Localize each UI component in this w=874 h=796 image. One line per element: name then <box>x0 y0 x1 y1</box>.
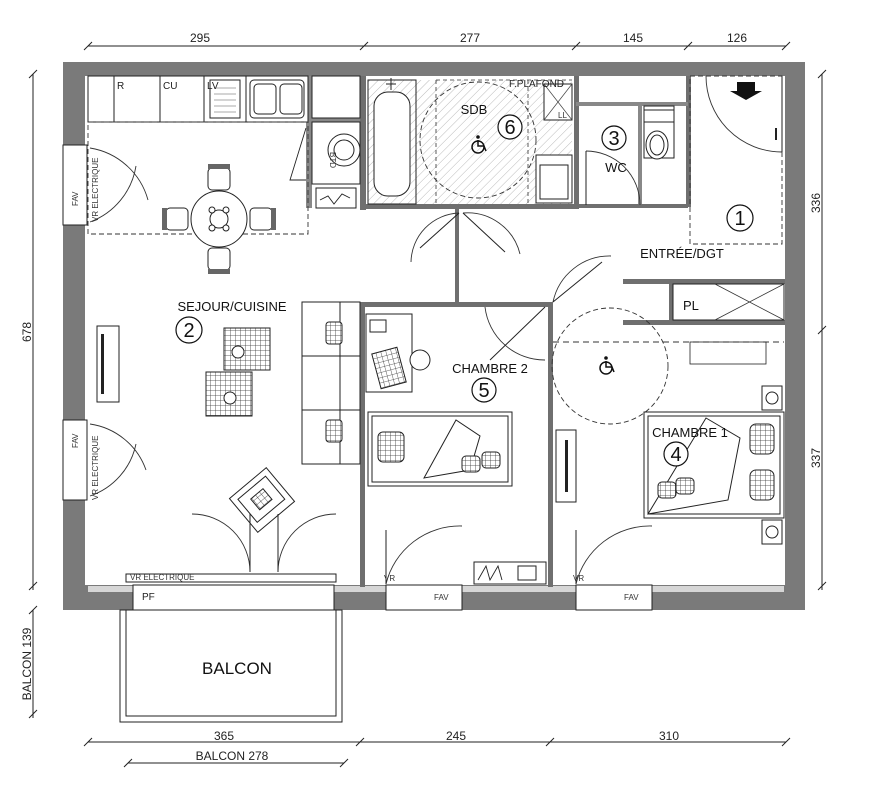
interior-walls <box>306 75 785 587</box>
dim-top-3: 145 <box>623 31 643 45</box>
chambre2-name: CHAMBRE 2 <box>452 361 528 376</box>
chambre2-number: 5 <box>478 380 489 402</box>
sofa <box>301 301 361 465</box>
vr-label-chambre1: VR <box>573 574 584 583</box>
coffee-tables <box>205 327 271 417</box>
dim-left: 678 <box>20 322 34 342</box>
sejour-name: SEJOUR/CUISINE <box>177 299 286 314</box>
vr-electric-label-3: VR ELECTRIQUE <box>130 573 194 582</box>
fav-label-1: FAV <box>71 191 80 206</box>
chambre1-number-badge <box>663 441 689 467</box>
window-openings <box>62 144 653 611</box>
entrance-area <box>689 75 783 245</box>
dim-right-2: 337 <box>809 448 823 468</box>
chambre1-name: CHAMBRE 1 <box>652 425 728 440</box>
fav-label-3: FAV <box>434 593 449 602</box>
accessibility-icon <box>471 135 487 154</box>
sejour-number: 2 <box>183 320 194 342</box>
wc-room <box>585 105 675 206</box>
dim-top-1: 295 <box>190 31 210 45</box>
dishwasher-label: LV <box>207 81 219 92</box>
vr-electric-label-1: VR ELECTRIQUE <box>91 158 100 222</box>
entry-arrow-icon <box>730 82 762 100</box>
window-doors-left <box>89 147 149 497</box>
entree-number: 1 <box>734 208 745 230</box>
entree-number-badge <box>726 204 754 232</box>
placard-name: PL <box>683 298 699 313</box>
entree-name: ENTRÉE/DGT <box>640 246 724 261</box>
chambre1-number: 4 <box>670 444 681 466</box>
vr-label-chambre2: VR <box>384 574 395 583</box>
balcon-name: BALCON <box>202 659 272 678</box>
dim-top-2: 277 <box>460 31 480 45</box>
boiler <box>289 121 361 209</box>
ceiling-label: F.PLAFOND <box>509 79 564 90</box>
dim-top-4: 126 <box>727 31 747 45</box>
sdb-number-badge <box>497 114 523 140</box>
vr-electric-label-2: VR ELECTRIQUE <box>91 436 100 500</box>
wc-number: 3 <box>608 128 619 150</box>
placard <box>672 283 785 321</box>
wc-name: WC <box>605 160 627 175</box>
balcony <box>119 609 343 723</box>
dining-table <box>162 164 276 274</box>
corridor-doors <box>410 212 612 361</box>
chambre1-furniture <box>551 307 785 585</box>
washer-label: LL <box>558 111 567 120</box>
chambre2-furniture <box>365 313 547 585</box>
kitchen-counter <box>87 75 309 235</box>
sdb-number: 6 <box>504 117 515 139</box>
patio-door <box>125 513 337 583</box>
dim-bottom-2: 245 <box>446 729 466 743</box>
dimension-lines <box>28 41 827 768</box>
cooker-label: CU <box>163 81 177 92</box>
wc-number-badge <box>601 125 627 151</box>
chambre2-number-badge <box>471 377 497 403</box>
sejour-number-badge <box>175 316 203 344</box>
fav-label-4: FAV <box>624 593 639 602</box>
fav-label-2: FAV <box>71 433 80 448</box>
dim-right-1: 336 <box>809 193 823 213</box>
tv-unit <box>96 325 120 403</box>
bathroom <box>367 78 573 205</box>
dim-bottom-3: 310 <box>659 729 679 743</box>
fridge-label: R <box>117 81 124 92</box>
dim-bottom-1: 365 <box>214 729 234 743</box>
armchair <box>228 467 296 533</box>
dim-balcon-depth: BALCON 139 <box>20 627 34 700</box>
accessibility-icon-2 <box>599 356 615 375</box>
sdb-name: SDB <box>461 102 488 117</box>
dim-balcon-width: BALCON 278 <box>196 749 269 763</box>
boiler-label: BTD <box>328 152 337 168</box>
pf-label: PF <box>142 592 155 603</box>
